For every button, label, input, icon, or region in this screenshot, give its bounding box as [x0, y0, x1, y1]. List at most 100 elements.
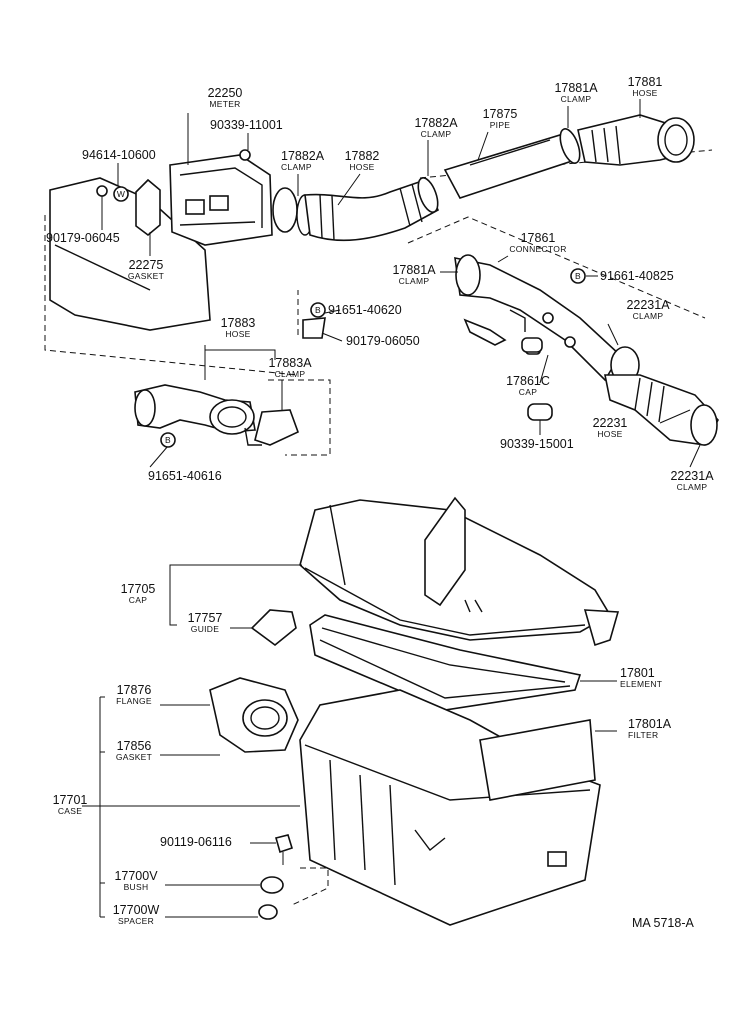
part-number: 17705	[121, 582, 156, 596]
part-number: 17701	[53, 793, 88, 807]
part-name: CAP	[129, 595, 147, 605]
part-name: HOSE	[632, 88, 657, 98]
part-number: 17875	[483, 107, 518, 121]
svg-text:W: W	[117, 189, 125, 199]
part-name: CLAMP	[561, 94, 592, 104]
part-name: GASKET	[128, 271, 164, 281]
part-name: HOSE	[225, 329, 250, 339]
part-label-90179-06045: 90179-06045	[46, 231, 120, 245]
hardware-bottom	[258, 834, 293, 920]
part-name: CLAMP	[633, 311, 664, 321]
part-number: 17881A	[392, 263, 436, 277]
hose-17883	[134, 384, 300, 447]
cap-17861C-upper	[521, 337, 543, 353]
part-name: PIPE	[490, 120, 511, 130]
part-number: 90179-06050	[346, 334, 420, 348]
part-number: 90339-15001	[500, 437, 574, 451]
part-number: 22231	[593, 416, 628, 430]
part-name: CLAMP	[275, 369, 306, 379]
part-name: GASKET	[116, 752, 152, 762]
bolt-marker-91661-40825: B	[570, 268, 586, 284]
air-cleaner-case	[299, 689, 601, 926]
part-name: CAP	[519, 387, 537, 397]
part-name: ELEMENT	[620, 679, 662, 689]
part-number: 17801A	[628, 717, 672, 731]
part-name: HOSE	[597, 429, 622, 439]
part-number: 17883	[221, 316, 256, 330]
part-label-91661-40825: 91661-40825	[600, 269, 674, 283]
part-number: 94614-10600	[82, 148, 156, 162]
part-name: CLAMP	[281, 162, 312, 172]
filter-element	[309, 614, 582, 711]
part-number: 17856	[117, 739, 152, 753]
part-number: 91651-40616	[148, 469, 222, 483]
part-label-90339-15001: 90339-15001	[500, 437, 574, 451]
flange-17876	[209, 677, 299, 753]
bracket-90179-06050	[302, 317, 326, 339]
part-number: 17861C	[506, 374, 550, 388]
part-name: HOSE	[349, 162, 374, 172]
part-name: GUIDE	[191, 624, 219, 634]
part-number: 91651-40620	[328, 303, 402, 317]
guide-17757	[250, 609, 297, 647]
air-flow-meter-assembly	[49, 149, 314, 331]
part-number: 17700V	[114, 869, 158, 883]
part-number: 90119-06116	[160, 835, 232, 849]
hose-22231	[604, 374, 719, 446]
part-number: 22250	[208, 86, 243, 100]
air-cleaner-cap	[299, 496, 620, 647]
part-name: CASE	[58, 806, 82, 816]
part-label-90179-06050: 90179-06050	[346, 334, 420, 348]
hose-17881	[577, 114, 695, 166]
part-name: SPACER	[118, 916, 154, 926]
connector-17861	[454, 254, 640, 384]
part-name: FLANGE	[116, 696, 152, 706]
part-number: 17757	[188, 611, 223, 625]
cap-90339-15001	[527, 403, 553, 421]
part-name: CONNECTOR	[509, 244, 566, 254]
part-name: METER	[209, 99, 240, 109]
part-number: 90339-11001	[210, 118, 283, 132]
part-name: FILTER	[628, 730, 658, 740]
svg-text:B: B	[315, 305, 321, 315]
part-name: CLAMP	[399, 276, 430, 286]
part-number: 17881	[628, 75, 663, 89]
bolt-marker-91651-40620: B	[310, 302, 326, 318]
part-label-90119-06116: 90119-06116	[160, 835, 232, 849]
leader-lines	[82, 99, 701, 918]
diagram-code: MA 5718-A	[632, 916, 695, 930]
bolt-marker-91651-40616: B	[160, 432, 176, 448]
part-number: 17801	[620, 666, 655, 680]
part-number: 22275	[129, 258, 164, 272]
part-number: 17876	[117, 683, 152, 697]
part-number: 22231A	[670, 469, 714, 483]
part-number: 17882	[345, 149, 380, 163]
part-number: 17700W	[113, 903, 160, 917]
svg-text:B: B	[165, 435, 171, 445]
part-label-91651-40616: 91651-40616	[148, 469, 222, 483]
part-number: 17882A	[281, 149, 325, 163]
part-label-90339-11001: 90339-11001	[210, 118, 283, 132]
part-label-91651-40620: 91651-40620	[328, 303, 402, 317]
